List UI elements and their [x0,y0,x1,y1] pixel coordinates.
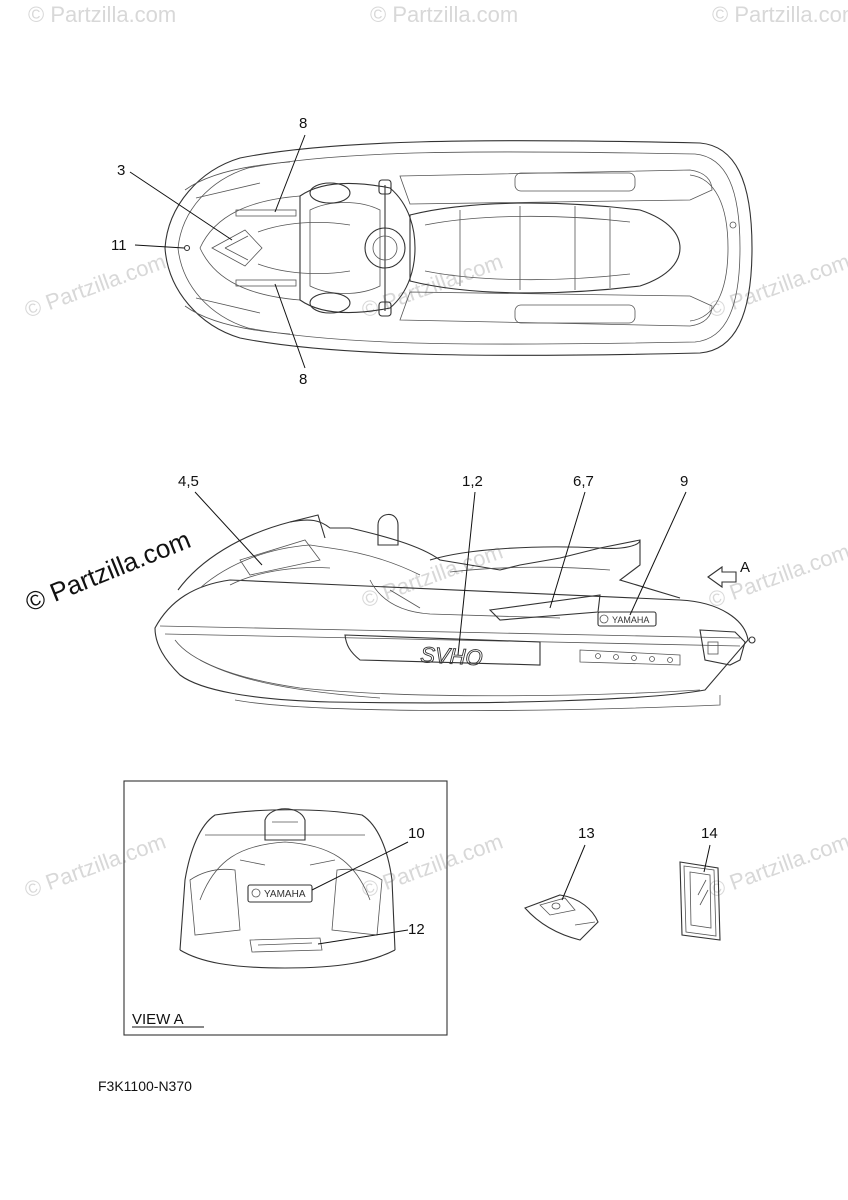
watermark: © Partzilla.com [705,829,848,903]
watermark: © Partzilla.com [712,2,848,27]
watermark: © Partzilla.com [358,829,506,903]
watermark: © Partzilla.com [370,2,518,27]
view-a-label: VIEW A [132,1011,184,1028]
diagram-code: F3K1100-N370 [98,1078,192,1094]
view-a-panel: YAMAHA VIEW A [123,780,448,1036]
side-view-callouts: 4,5 1,2 6,7 9 A [178,473,750,656]
callout-3: 3 [117,162,125,179]
yamaha-decal-rear: YAMAHA [264,889,306,900]
watermark: © Partzilla.com [21,829,169,903]
callout-10: 10 [408,825,425,842]
watermark: © Partzilla.com [28,2,176,27]
watermark-prominent: © Partzilla.com [21,524,195,617]
callout-4-5: 4,5 [178,473,199,490]
side-view: SVHO YAMAHA [154,513,756,711]
callout-6-7: 6,7 [573,473,594,490]
watermark-layer: © Partzilla.com © Partzilla.com © Partzi… [21,2,848,903]
callout-9: 9 [680,473,688,490]
watermark: © Partzilla.com [705,539,848,613]
yamaha-decal-side: YAMAHA [612,615,649,625]
callout-1-2: 1,2 [462,473,483,490]
callout-8-lower: 8 [299,371,307,388]
callout-13: 13 [578,825,595,842]
callout-14: 14 [701,825,718,842]
top-view-callouts: 3 8 11 8 [111,115,307,388]
item-13-pouch: 13 [524,825,599,941]
item-14-card: 14 [679,825,721,941]
view-a-callouts: 10 12 [311,825,425,945]
view-a-arrow-label: A [740,559,750,576]
top-view [164,140,753,356]
svho-decal-text: SVHO [420,642,484,670]
callout-11: 11 [111,237,127,254]
watermark: © Partzilla.com [705,249,848,323]
watermark: © Partzilla.com [358,539,506,613]
callout-8-upper: 8 [299,115,307,132]
callout-12: 12 [408,921,425,938]
watermark: © Partzilla.com [21,249,169,323]
